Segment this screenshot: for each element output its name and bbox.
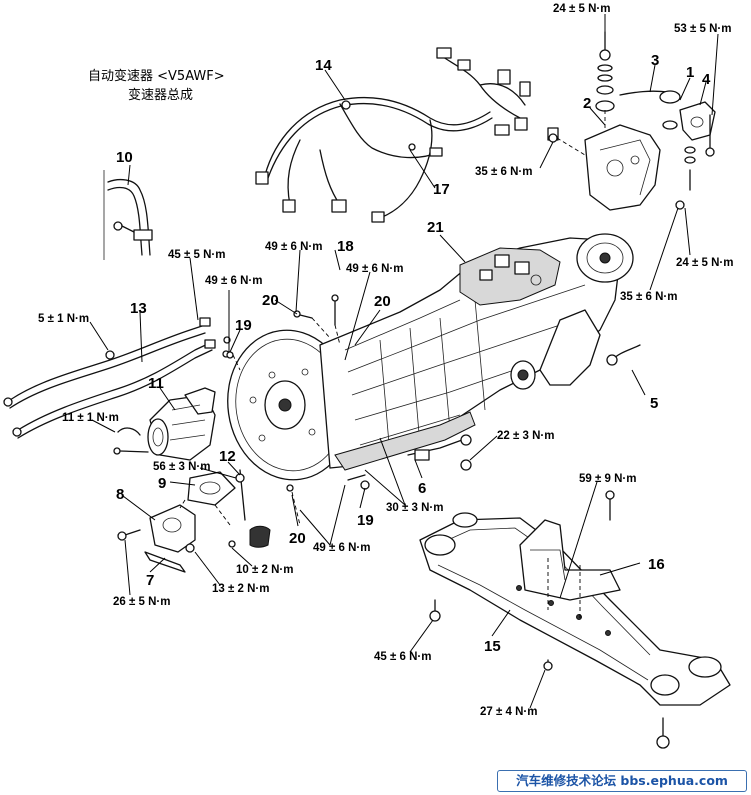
callout-19-upper: 19 [235, 317, 252, 334]
torque-45-upper: 45 ± 5 N·m [168, 249, 225, 261]
callout-3: 3 [651, 52, 659, 69]
torque-53: 53 ± 5 N·m [674, 23, 731, 35]
oil-dipstick-tube [103, 170, 153, 260]
torque-45-lower: 45 ± 6 N·m [374, 651, 431, 663]
callout-7: 7 [146, 572, 154, 589]
torque-26: 26 ± 5 N·m [113, 596, 170, 608]
callout-5: 5 [650, 395, 658, 412]
callout-8: 8 [116, 486, 124, 503]
callout-15: 15 [484, 638, 501, 655]
torque-49-top: 49 ± 6 N·m [265, 241, 322, 253]
callout-20-right: 20 [374, 293, 391, 310]
callout-12: 12 [219, 448, 236, 465]
diagram-subtitle: 变速器总成 [128, 87, 193, 103]
transmission-body [227, 233, 634, 481]
torque-22: 22 ± 3 N·m [497, 430, 554, 442]
crossmember [419, 490, 731, 749]
torque-59: 59 ± 9 N·m [579, 473, 636, 485]
callout-16: 16 [648, 556, 665, 573]
callout-11: 11 [148, 375, 164, 392]
callout-14: 14 [315, 57, 332, 74]
callout-13: 13 [130, 300, 147, 317]
torque-10: 10 ± 2 N·m [236, 564, 293, 576]
callout-4: 4 [702, 71, 711, 88]
torque-35-lower: 35 ± 6 N·m [620, 291, 677, 303]
torque-49-bottom: 49 ± 6 N·m [313, 542, 370, 554]
callout-2: 2 [583, 95, 591, 112]
torque-13: 13 ± 2 N·m [212, 583, 269, 595]
mounting-bolts [226, 294, 370, 526]
callout-labels: 1 2 3 4 5 6 7 8 9 10 11 12 13 14 15 16 1… [116, 52, 711, 655]
torque-24-right: 24 ± 5 N·m [676, 257, 733, 269]
wiring-harness [255, 47, 559, 223]
small-parts [228, 344, 641, 548]
callout-10: 10 [116, 149, 133, 166]
torque-27: 27 ± 4 N·m [480, 706, 537, 718]
callout-6: 6 [418, 480, 426, 497]
callout-19-lower: 19 [357, 512, 374, 529]
torque-35-upper: 35 ± 6 N·m [475, 166, 532, 178]
leader-lines [89, 14, 719, 709]
torque-56: 56 ± 3 N·m [153, 461, 210, 473]
torque-49-left: 49 ± 6 N·m [205, 275, 262, 287]
torque-30: 30 ± 3 N·m [386, 502, 443, 514]
forum-watermark: 汽车维修技术论坛 bbs.ephua.com [497, 770, 747, 792]
callout-17: 17 [433, 181, 450, 198]
torque-49-right: 49 ± 6 N·m [346, 263, 403, 275]
callout-9: 9 [158, 475, 166, 492]
starter-motor [113, 387, 216, 461]
oil-cooler-pipes [3, 317, 231, 439]
torque-24-top: 24 ± 5 N·m [553, 3, 610, 15]
front-mount [117, 471, 236, 573]
torque-specs: 24 ± 5 N·m 53 ± 5 N·m 35 ± 6 N·m 24 ± 5 … [38, 3, 733, 718]
rear-mount-bracket [548, 31, 716, 211]
callout-21: 21 [427, 219, 444, 236]
callout-1: 1 [686, 64, 694, 81]
torque-11: 11 ± 1 N·m [62, 412, 119, 424]
diagram-title: 自动变速器 <V5AWF> [88, 68, 225, 84]
torque-5: 5 ± 1 N·m [38, 313, 89, 325]
callout-20-left: 20 [262, 292, 279, 309]
callout-20-lower: 20 [289, 530, 306, 547]
callout-18: 18 [337, 238, 354, 255]
